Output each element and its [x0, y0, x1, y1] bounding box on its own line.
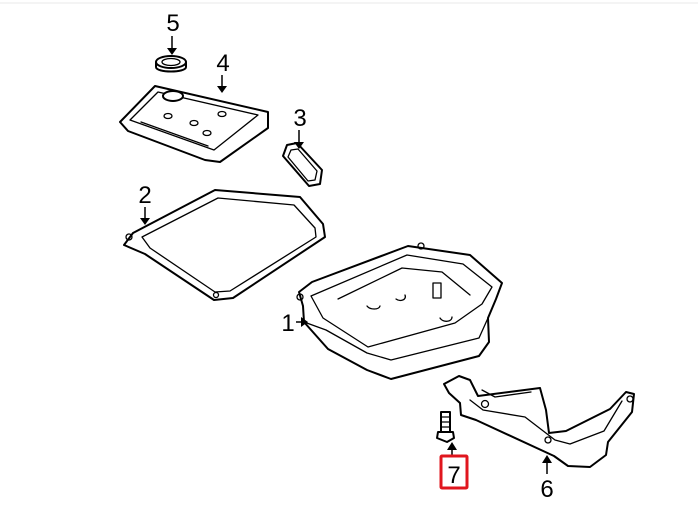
seal-ring[interactable] [155, 55, 187, 73]
transmission-filter[interactable] [119, 85, 269, 163]
callout-1[interactable]: 1 [281, 310, 294, 337]
oil-pan[interactable] [296, 242, 503, 380]
pan-gasket[interactable] [123, 189, 326, 301]
callout-5[interactable]: 5 [166, 10, 179, 37]
bolt[interactable] [436, 411, 455, 443]
callout-7[interactable]: 7 [447, 462, 460, 489]
callout-6[interactable]: 6 [540, 476, 553, 503]
bracket-shield[interactable] [443, 375, 635, 468]
selected-callout-highlight [439, 454, 469, 490]
callout-4[interactable]: 4 [216, 50, 229, 77]
callout-3[interactable]: 3 [293, 105, 306, 132]
callout-2[interactable]: 2 [138, 182, 151, 209]
